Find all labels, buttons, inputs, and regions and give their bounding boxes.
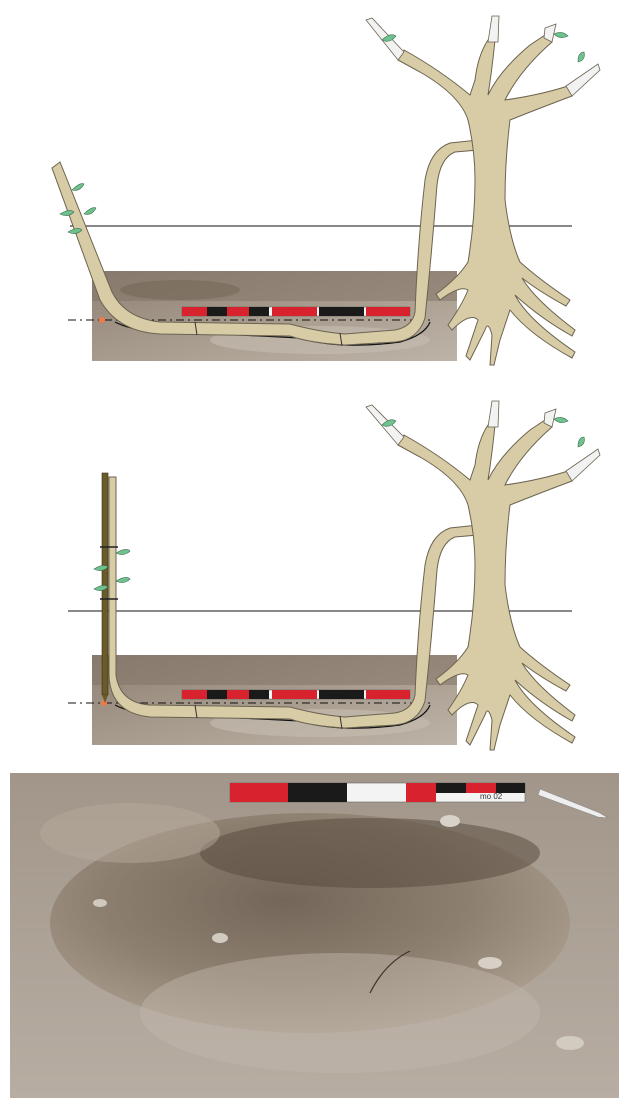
leaf-icon: [554, 32, 568, 37]
photo-scale-bar: mo 02: [230, 783, 525, 802]
leaf-icon: [578, 52, 584, 62]
excavation-photo: mo 02: [10, 773, 619, 1098]
scale-bar-label: mo 02: [480, 792, 503, 801]
leaf-icon: [116, 549, 130, 554]
leaf-icon: [72, 184, 84, 191]
leaf-icon: [578, 437, 584, 447]
leaf-icon: [84, 208, 96, 215]
marker-dot: [99, 317, 105, 323]
support-stake: [102, 473, 108, 695]
scale-bar: [182, 307, 410, 316]
diagram-panel-2: [0, 385, 619, 765]
diagram-1-svg: [0, 0, 619, 380]
scale-bar: [182, 690, 410, 699]
marker-dot: [101, 700, 107, 706]
diagram-2-svg: [0, 385, 619, 765]
leaf-icon: [554, 417, 568, 422]
excavation-photo-svg: mo 02: [10, 773, 619, 1098]
diagram-panel-1: [0, 0, 619, 380]
leaf-icon: [116, 577, 130, 582]
